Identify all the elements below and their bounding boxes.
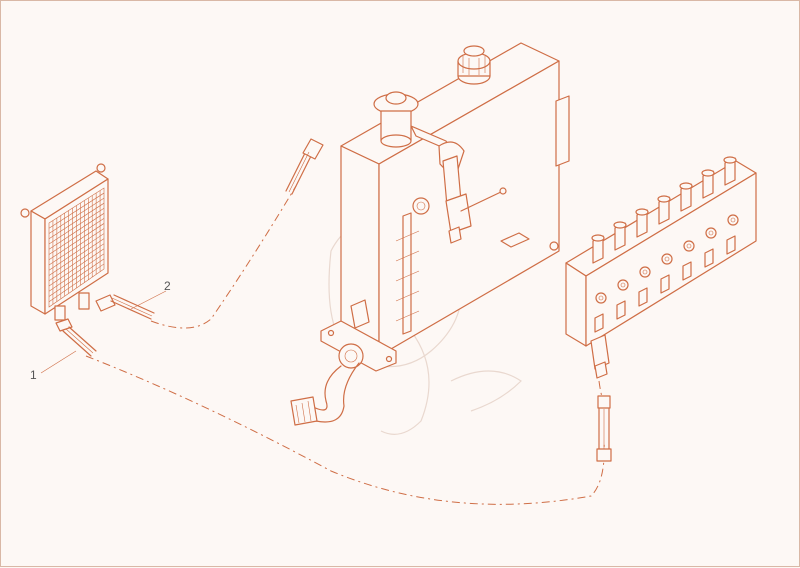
- valve-spool: [701, 169, 717, 268]
- cooler-core-grid: [48, 190, 105, 305]
- spool-part: [660, 274, 670, 294]
- spool-part: [639, 266, 651, 278]
- callout-1-leader: [40, 350, 77, 374]
- spool-part: [591, 234, 605, 242]
- cooler-grid-line: [48, 207, 105, 245]
- spool-part: [594, 313, 604, 333]
- valve-spools: [591, 156, 739, 333]
- cooler-grid-line: [48, 223, 105, 261]
- cooler-grid-line: [48, 263, 105, 302]
- temperature-gauge: [412, 197, 430, 215]
- cooler-grid-line: [48, 243, 105, 281]
- hose-2: [95, 294, 155, 320]
- spool-part: [616, 300, 626, 320]
- hydraulic-tank: [320, 42, 570, 372]
- callout-1-label: 1: [30, 368, 37, 382]
- oil-cooler: [20, 163, 109, 321]
- cooler-mount-left: [20, 208, 30, 218]
- spool-part: [598, 295, 604, 301]
- hose-1: [55, 318, 97, 357]
- cooler-grid-line: [48, 253, 105, 292]
- level-gauge: [395, 212, 420, 335]
- cooler-grid-line: [48, 192, 105, 229]
- cooler-mount-right: [96, 163, 106, 173]
- spool-part: [613, 221, 627, 229]
- cooler-grid-line: [48, 248, 105, 287]
- valve-spool: [591, 234, 607, 333]
- cooler-fitting-bottom: [54, 305, 66, 321]
- valve-spool: [657, 195, 673, 294]
- cooler-grid-line: [48, 258, 105, 297]
- spool-part: [701, 169, 715, 177]
- tank-hose: [285, 138, 324, 195]
- breather-cap: [457, 45, 491, 85]
- valve-hose: [596, 395, 612, 462]
- spool-part: [617, 279, 629, 291]
- spool-part: [679, 182, 693, 190]
- suction-hose: [290, 343, 364, 426]
- control-valve-block: [565, 156, 757, 379]
- cooler-grid-line: [48, 197, 105, 234]
- spool-part: [682, 261, 692, 281]
- cooler-grid-line: [48, 213, 105, 250]
- spool-part: [683, 240, 695, 252]
- spool-part: [657, 195, 671, 203]
- valve-spool: [679, 182, 695, 281]
- spool-part: [708, 230, 714, 236]
- spool-part: [638, 287, 648, 307]
- spool-part: [620, 282, 626, 288]
- spool-part: [723, 156, 737, 164]
- suction-valve: [442, 155, 507, 244]
- cooler-grid-line: [48, 233, 105, 271]
- cooler-grid-line: [48, 228, 105, 266]
- cooler-grid-line: [48, 218, 105, 255]
- cooler-fitting-side: [78, 292, 90, 310]
- cooler-grid-line: [48, 238, 105, 276]
- spool-part: [727, 214, 739, 226]
- spool-part: [730, 217, 736, 223]
- spool-part: [726, 235, 736, 255]
- spool-part: [635, 208, 649, 216]
- valve-spool: [723, 156, 739, 255]
- valve-spool: [635, 208, 651, 307]
- spool-part: [705, 227, 717, 239]
- callout-2-leader: [130, 290, 167, 310]
- spool-part: [704, 248, 714, 268]
- spool-part: [595, 292, 607, 304]
- spool-part: [642, 269, 648, 275]
- callout-2-label: 2: [164, 279, 171, 293]
- valve-spool: [613, 221, 629, 320]
- spool-part: [664, 256, 670, 262]
- spool-part: [686, 243, 692, 249]
- cooler-grid-line: [48, 202, 105, 240]
- spool-part: [661, 253, 673, 265]
